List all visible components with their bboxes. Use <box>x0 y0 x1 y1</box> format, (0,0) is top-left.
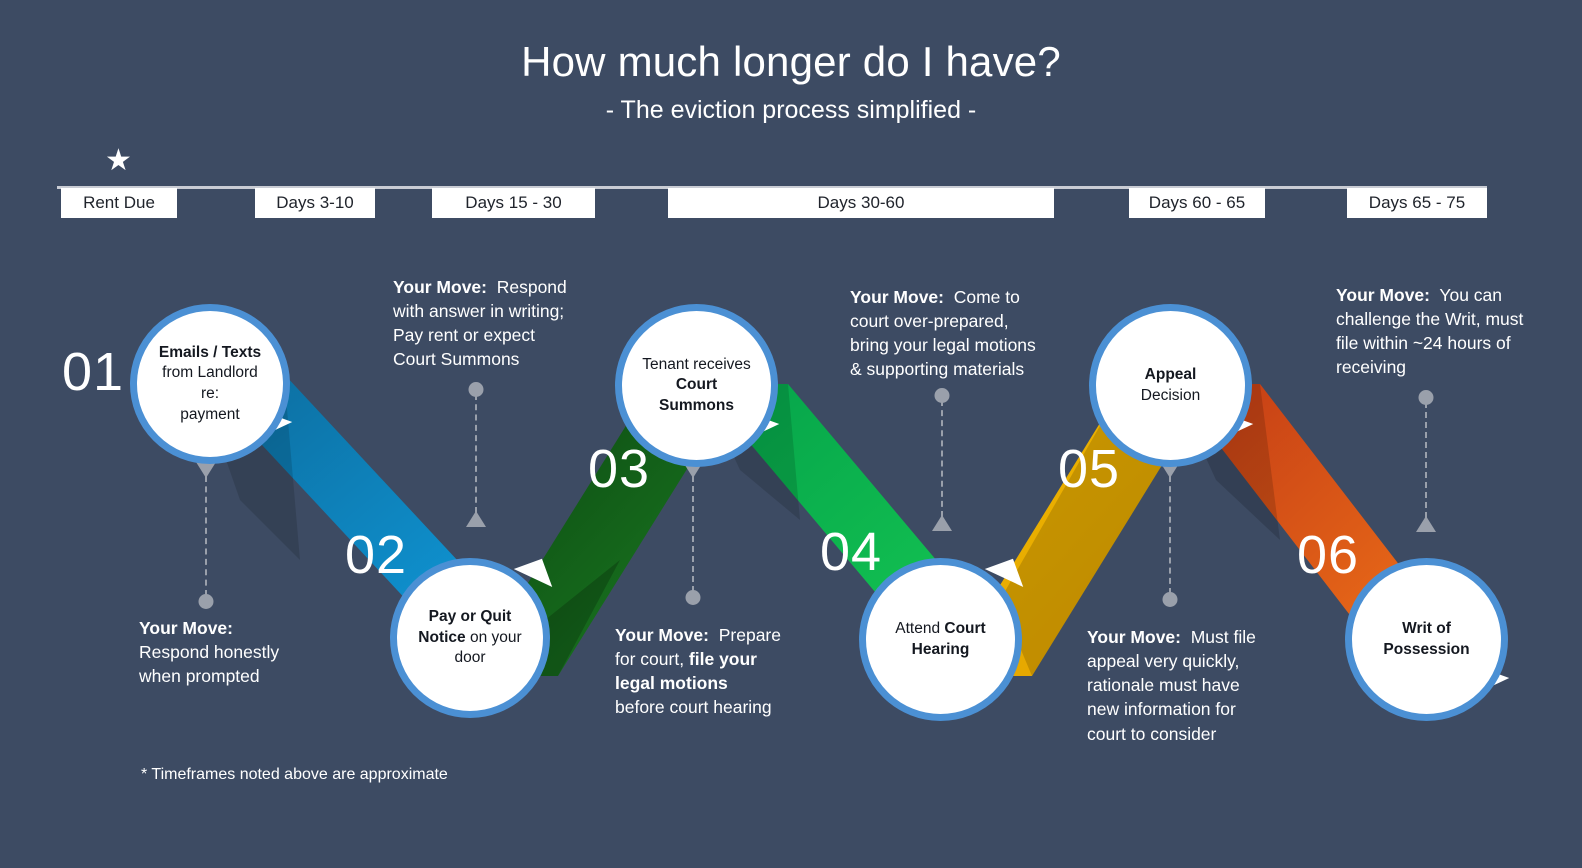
timeline <box>0 150 1582 230</box>
connector-pin-04 <box>930 388 954 531</box>
timeline-chip-0[interactable]: Rent Due <box>61 188 177 218</box>
connector-line-06 <box>1425 402 1427 518</box>
connector-dot-06 <box>1418 390 1434 405</box>
footnote: * Timeframes noted above are approximate <box>141 766 448 783</box>
connector-pin-05 <box>1158 462 1182 607</box>
connector-line-01 <box>205 476 207 596</box>
connector-dot-05 <box>1162 592 1178 607</box>
connector-pin-02 <box>464 382 488 527</box>
connector-arrow-01 <box>196 462 216 478</box>
connector-dot-02 <box>468 382 484 397</box>
page-subtitle: - The eviction process simplified - <box>605 96 977 124</box>
connector-pin-06 <box>1414 390 1438 532</box>
star-icon: ★ <box>105 144 132 177</box>
page-title: How much longer do I have? <box>521 38 1061 85</box>
step-number-02: 02 <box>345 525 408 585</box>
timeline-rail <box>57 186 1487 189</box>
connector-dot-03 <box>685 590 701 605</box>
connector-line-03 <box>692 476 694 592</box>
connector-arrow-06 <box>1416 516 1436 532</box>
connector-pin-01 <box>194 462 218 609</box>
timeline-chip-1[interactable]: Days 3-10 <box>255 188 375 218</box>
step-number-06: 06 <box>1297 525 1360 585</box>
timeline-chip-3[interactable]: Days 30-60 <box>668 188 1054 218</box>
connector-line-04 <box>941 400 943 517</box>
timeline-chip-2[interactable]: Days 15 - 30 <box>432 188 595 218</box>
step-number-01: 01 <box>62 342 125 402</box>
timeline-chip-5[interactable]: Days 65 - 75 <box>1347 188 1487 218</box>
connector-line-05 <box>1169 476 1171 594</box>
connector-line-02 <box>475 394 477 513</box>
connector-dot-04 <box>934 388 950 403</box>
connector-pin-03 <box>681 462 705 605</box>
step-number-03: 03 <box>588 439 651 499</box>
connector-arrow-02 <box>466 511 486 527</box>
timeline-chip-4[interactable]: Days 60 - 65 <box>1129 188 1265 218</box>
step-number-04: 04 <box>820 522 883 582</box>
connector-arrow-04 <box>932 515 952 531</box>
connector-dot-01 <box>198 594 214 609</box>
step-number-05: 05 <box>1058 439 1121 499</box>
